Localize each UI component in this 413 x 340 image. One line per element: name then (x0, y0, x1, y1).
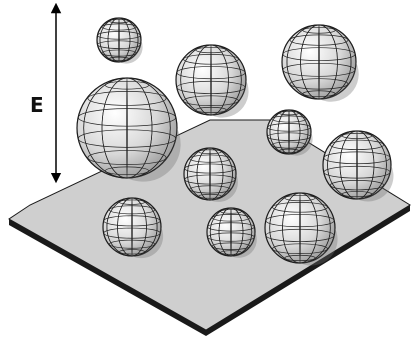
sphere-body (76, 77, 178, 179)
sphere-6 (322, 130, 394, 202)
sphere-shade (132, 227, 164, 259)
latitude-line (284, 194, 316, 202)
latitude-line (195, 46, 227, 54)
latitude-line (330, 180, 384, 191)
latitude-line (195, 106, 227, 114)
longitude-line (327, 130, 387, 200)
longitude-line (269, 192, 331, 264)
sphere-shade (357, 165, 394, 202)
sphere-body (281, 24, 357, 100)
latitude-line (104, 166, 150, 176)
longitude-line (180, 44, 242, 116)
sphere-5 (266, 109, 313, 156)
sphere-4 (76, 77, 181, 182)
latitude-line (330, 139, 384, 150)
latitude-line (108, 239, 156, 249)
sphere-10 (264, 192, 338, 266)
sphere-8 (102, 197, 164, 259)
latitude-line (183, 95, 239, 107)
sphere-shade (289, 132, 313, 156)
latitude-line (183, 53, 239, 65)
latitude-line (108, 205, 156, 215)
latitude-line (271, 141, 307, 149)
sphere-3 (281, 24, 359, 102)
sphere-shade (127, 128, 181, 182)
longitude-line (269, 109, 309, 155)
spheres-group (76, 17, 394, 266)
latitude-line (302, 90, 336, 97)
latitude-line (189, 154, 231, 163)
latitude-line (211, 214, 251, 222)
longitude-line (99, 17, 139, 63)
sphere-shade (119, 40, 143, 64)
latitude-line (211, 242, 251, 250)
latitude-line (289, 78, 349, 90)
longitude-line (286, 24, 352, 100)
latitude-line (272, 201, 328, 213)
sphere-shade (210, 174, 238, 202)
sphere-9 (206, 207, 257, 258)
sphere-2 (175, 44, 249, 118)
latitude-line (189, 185, 231, 194)
sphere-shade (300, 228, 338, 266)
longitude-line (106, 197, 158, 257)
longitude-line (83, 77, 171, 179)
latitude-line (101, 23, 137, 31)
latitude-line (271, 115, 307, 123)
latitude-line (284, 254, 316, 262)
sphere-1 (96, 17, 143, 64)
sphere-body (264, 192, 336, 264)
latitude-line (87, 150, 167, 166)
longitude-line (209, 207, 253, 257)
field-label: E (30, 93, 44, 117)
sphere-shade (211, 80, 249, 118)
latitude-line (101, 49, 137, 57)
sphere-body (175, 44, 247, 116)
latitude-line (87, 90, 167, 106)
sphere-shade (319, 62, 359, 102)
latitude-line (272, 243, 328, 255)
sphere-7 (183, 147, 238, 202)
longitude-line (187, 147, 233, 201)
sphere-shade (231, 232, 257, 258)
latitude-line (104, 80, 150, 90)
